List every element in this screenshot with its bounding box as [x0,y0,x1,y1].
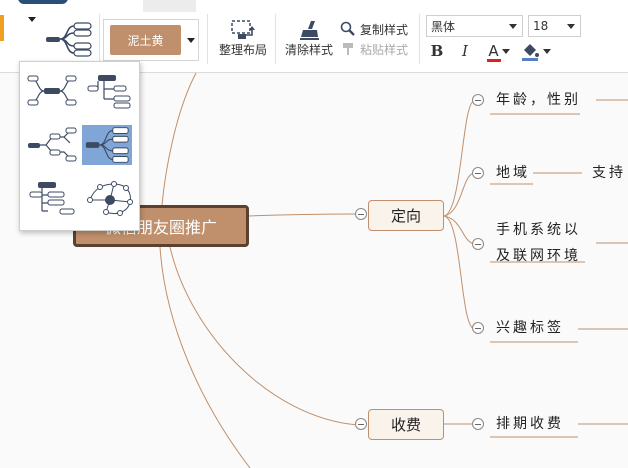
side-accent-bar [0,15,4,41]
font-family-select[interactable]: 黑体 [426,15,523,37]
font-color-button[interactable]: A [484,40,514,62]
subtopic-schedule-fee[interactable]: 排期收费 [496,416,564,432]
subtopic-region[interactable]: 地域 [496,165,530,181]
layout-mindmap-right-icon [85,127,129,163]
fill-color-button[interactable] [518,40,552,62]
theme-swatch[interactable]: 泥土黄 [110,25,181,55]
connector-root-shoufei [169,246,359,426]
font-color-label: A [488,42,499,60]
connector-interest [443,215,475,330]
subtopic-line: 手机系统以 [496,222,581,238]
font-color-swatch [487,59,501,62]
paste-style-icon [343,43,353,55]
topic-shoufei[interactable]: 收费 [368,409,444,440]
chevron-down-icon[interactable] [186,36,196,44]
copy-style-label: 复制样式 [360,22,409,37]
layout-popup-menu [19,61,140,231]
broom-icon [300,21,319,40]
copy-style-button[interactable]: 复制样式 [340,20,408,38]
connector-region [443,172,475,217]
topic-label: 收费 [390,416,421,434]
collapse-toggle-icon[interactable] [472,322,484,334]
font-size-value: 18 [533,19,549,33]
layout-tree-right-icon[interactable] [26,178,78,218]
connector-root-down [159,246,251,468]
subtopic-mobile-network[interactable]: 手机系统以 及联网环境 [496,217,581,269]
collapse-toggle-icon[interactable] [472,418,484,430]
toolbar-separator [419,14,420,64]
toolbar: 泥土黄 整理布局 清除样式 复制样式 [0,0,628,73]
layout-org-chart-icon[interactable] [84,71,136,111]
connector-lines [159,73,628,468]
clear-style-button[interactable]: 清除样式 [282,19,336,58]
connector-age [443,100,475,217]
paste-style-button[interactable]: 粘贴样式 [340,40,408,58]
topic-dingxiang[interactable]: 定向 [368,200,444,231]
connector-root-dingxiang [248,213,357,217]
caret-down-icon [567,24,575,29]
font-family-value: 黑体 [431,19,456,34]
bold-button[interactable]: B [430,42,444,60]
toolbar-separator [99,14,100,64]
caret-down-icon [509,24,517,29]
clear-style-label: 清除样式 [284,43,333,57]
collapse-toggle-icon[interactable] [472,94,484,106]
collapse-toggle-icon[interactable] [355,418,367,430]
caret-down-icon [542,48,551,54]
layout-mindmap-both-sides-icon[interactable] [26,71,78,111]
subtopic-line: 及联网环境 [496,248,581,264]
subtopic-region-support[interactable]: 支持 [592,165,626,181]
collapse-toggle-icon[interactable] [472,167,484,179]
italic-button[interactable]: I [462,42,468,60]
paint-bucket-icon [521,44,539,61]
arrange-layout-label: 整理布局 [218,43,267,57]
layout-mindmap-right-option[interactable] [82,125,132,165]
connector-mobile [443,215,475,245]
collapse-toggle-icon[interactable] [472,238,484,250]
toolbar-separator [275,14,276,64]
subtopic-interest-tags[interactable]: 兴趣标签 [496,320,564,336]
file-tab[interactable] [18,0,68,4]
chevron-down-icon[interactable] [27,14,37,24]
topic-label: 定向 [390,207,421,225]
toolbar-separator [207,14,208,64]
paste-style-label: 粘贴样式 [360,42,409,57]
layout-structure-icon[interactable] [44,22,94,58]
layout-free-bubble-icon[interactable] [84,178,136,218]
theme-picker[interactable]: 泥土黄 [103,19,199,61]
subtopic-age-gender[interactable]: 年龄，性别 [496,92,581,108]
format-painter-icon [340,21,355,36]
arrange-layout-button[interactable]: 整理布局 [216,19,270,58]
arrange-layout-icon [231,20,255,39]
collapse-toggle-icon[interactable] [355,208,367,220]
font-size-select[interactable]: 18 [528,15,581,37]
caret-down-icon [501,48,510,54]
layout-logic-right-icon[interactable] [26,125,78,165]
inactive-tab[interactable] [143,0,196,12]
connector-root-up [161,73,197,206]
